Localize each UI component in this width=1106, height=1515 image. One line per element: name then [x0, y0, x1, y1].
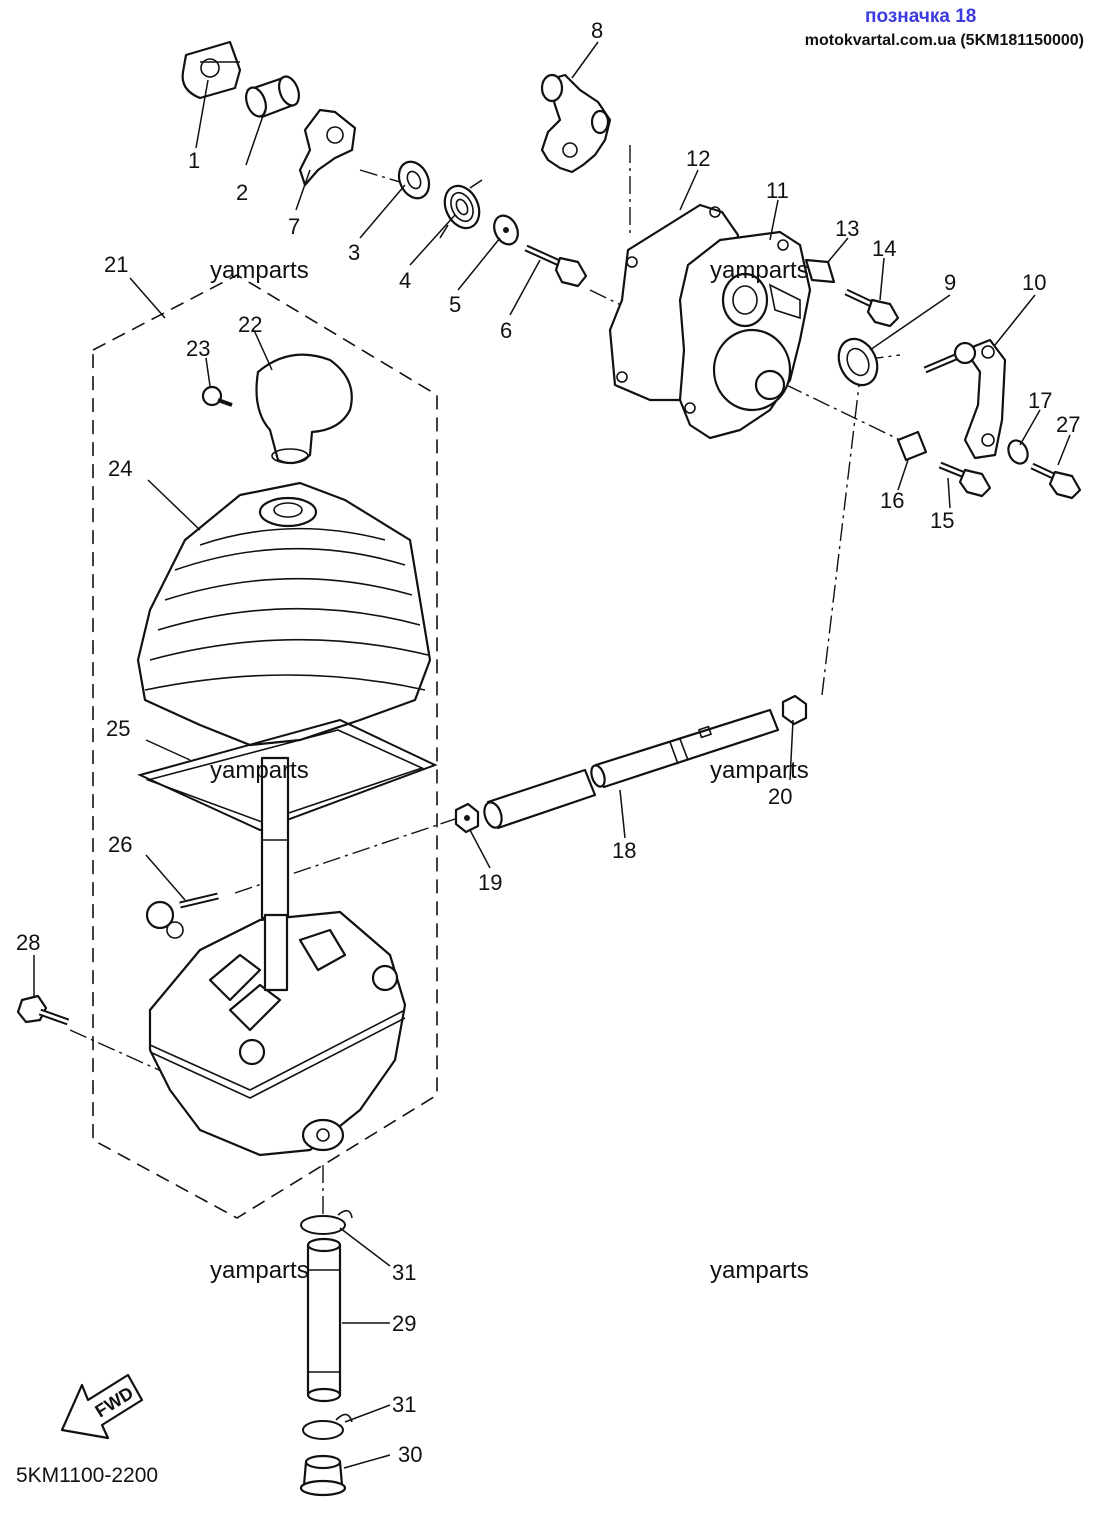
- part-29-tube: [306, 1237, 342, 1403]
- watermarks: yamparts yamparts yamparts yamparts yamp…: [210, 257, 809, 1284]
- label-part-1: 1: [188, 148, 200, 173]
- part-24-boot: [136, 481, 432, 747]
- part-19-nut: [454, 802, 480, 834]
- label-part-19: 19: [478, 870, 502, 895]
- part-4-spring: [439, 179, 483, 239]
- label-part-26: 26: [108, 832, 132, 857]
- label-part-20: 20: [768, 784, 792, 809]
- label-part-13: 13: [835, 216, 859, 241]
- watermark: yamparts: [210, 757, 309, 784]
- part-18-rod: [483, 708, 780, 830]
- part-14-bolt: [844, 288, 900, 328]
- label-part-5: 5: [449, 292, 461, 317]
- header-subtitle: motokvartal.com.ua (5KM181150000): [805, 32, 1084, 49]
- part-9-oil-seal: [837, 337, 879, 387]
- part-28-bolt: [16, 994, 70, 1026]
- label-part-28: 28: [16, 930, 40, 955]
- part-10-shift-lever: [923, 338, 1007, 460]
- label-part-12: 12: [686, 146, 710, 171]
- label-part-29: 29: [392, 1311, 416, 1336]
- part-17-washer: [1007, 439, 1029, 465]
- part-11-cover: [678, 230, 812, 440]
- label-part-16: 16: [880, 488, 904, 513]
- label-part-8: 8: [591, 18, 603, 43]
- part-22-knob: [255, 353, 353, 465]
- label-part-9: 9: [944, 270, 956, 295]
- label-part-4: 4: [399, 268, 411, 293]
- part-5-washer: [493, 214, 519, 246]
- label-part-15: 15: [930, 508, 954, 533]
- label-part-14: 14: [872, 236, 896, 261]
- label-part-25: 25: [106, 716, 130, 741]
- label-part-17: 17: [1028, 388, 1052, 413]
- part-7-ratchet: [298, 108, 357, 187]
- part-26-ball-joint: [145, 892, 219, 939]
- label-part-22: 22: [238, 312, 262, 337]
- part-31-circlip-lower: [302, 1413, 353, 1440]
- part-31-circlip-upper: [300, 1209, 353, 1235]
- part-labels: 1 2 7 3 4 5 6 8 12 11 13 14 9 10 17 27 1…: [16, 18, 1080, 1467]
- label-part-21: 21: [104, 252, 128, 277]
- label-part-3: 3: [348, 240, 360, 265]
- part-25-frame: [137, 718, 438, 832]
- label-part-7: 7: [288, 214, 300, 239]
- part-27-bolt: [1030, 462, 1082, 500]
- watermark: yamparts: [210, 257, 309, 284]
- label-part-24: 24: [108, 456, 132, 481]
- part-8-gear: [540, 73, 612, 174]
- label-part-18: 18: [612, 838, 636, 863]
- label-part-27: 27: [1056, 412, 1080, 437]
- watermark: yamparts: [710, 1257, 809, 1284]
- watermark: yamparts: [210, 1257, 309, 1284]
- label-part-31-lower: 31: [392, 1392, 416, 1417]
- part-23-screw: [201, 385, 233, 407]
- part-16-collar: [896, 430, 928, 462]
- diagram-code: 5KM1100-2200: [16, 1464, 158, 1487]
- label-part-2: 2: [236, 180, 248, 205]
- label-part-6: 6: [500, 318, 512, 343]
- part-30-cap: [299, 1454, 347, 1497]
- part-13-pin: [804, 258, 836, 284]
- assembly-21-boundary: [92, 274, 438, 1219]
- label-part-23: 23: [186, 336, 210, 361]
- label-part-10: 10: [1022, 270, 1046, 295]
- part-3-washer: [397, 160, 431, 200]
- gearshift-housing: [148, 910, 407, 1157]
- fwd-arrow-icon: FWD: [60, 1373, 144, 1440]
- leader-lines: [33, 41, 1071, 1469]
- part-1-collar: [181, 40, 242, 100]
- label-part-31-upper: 31: [392, 1260, 416, 1285]
- watermark: yamparts: [710, 257, 809, 284]
- part-6-bolt: [524, 244, 588, 288]
- label-part-11: 11: [766, 178, 789, 203]
- part-2-bushing: [245, 75, 300, 119]
- label-part-30: 30: [398, 1442, 422, 1467]
- header-title: позначка 18: [865, 6, 976, 27]
- shift-rod: [260, 756, 290, 920]
- part-15-bolt: [938, 461, 992, 498]
- part-20-nut: [781, 694, 808, 726]
- watermark: yamparts: [710, 757, 809, 784]
